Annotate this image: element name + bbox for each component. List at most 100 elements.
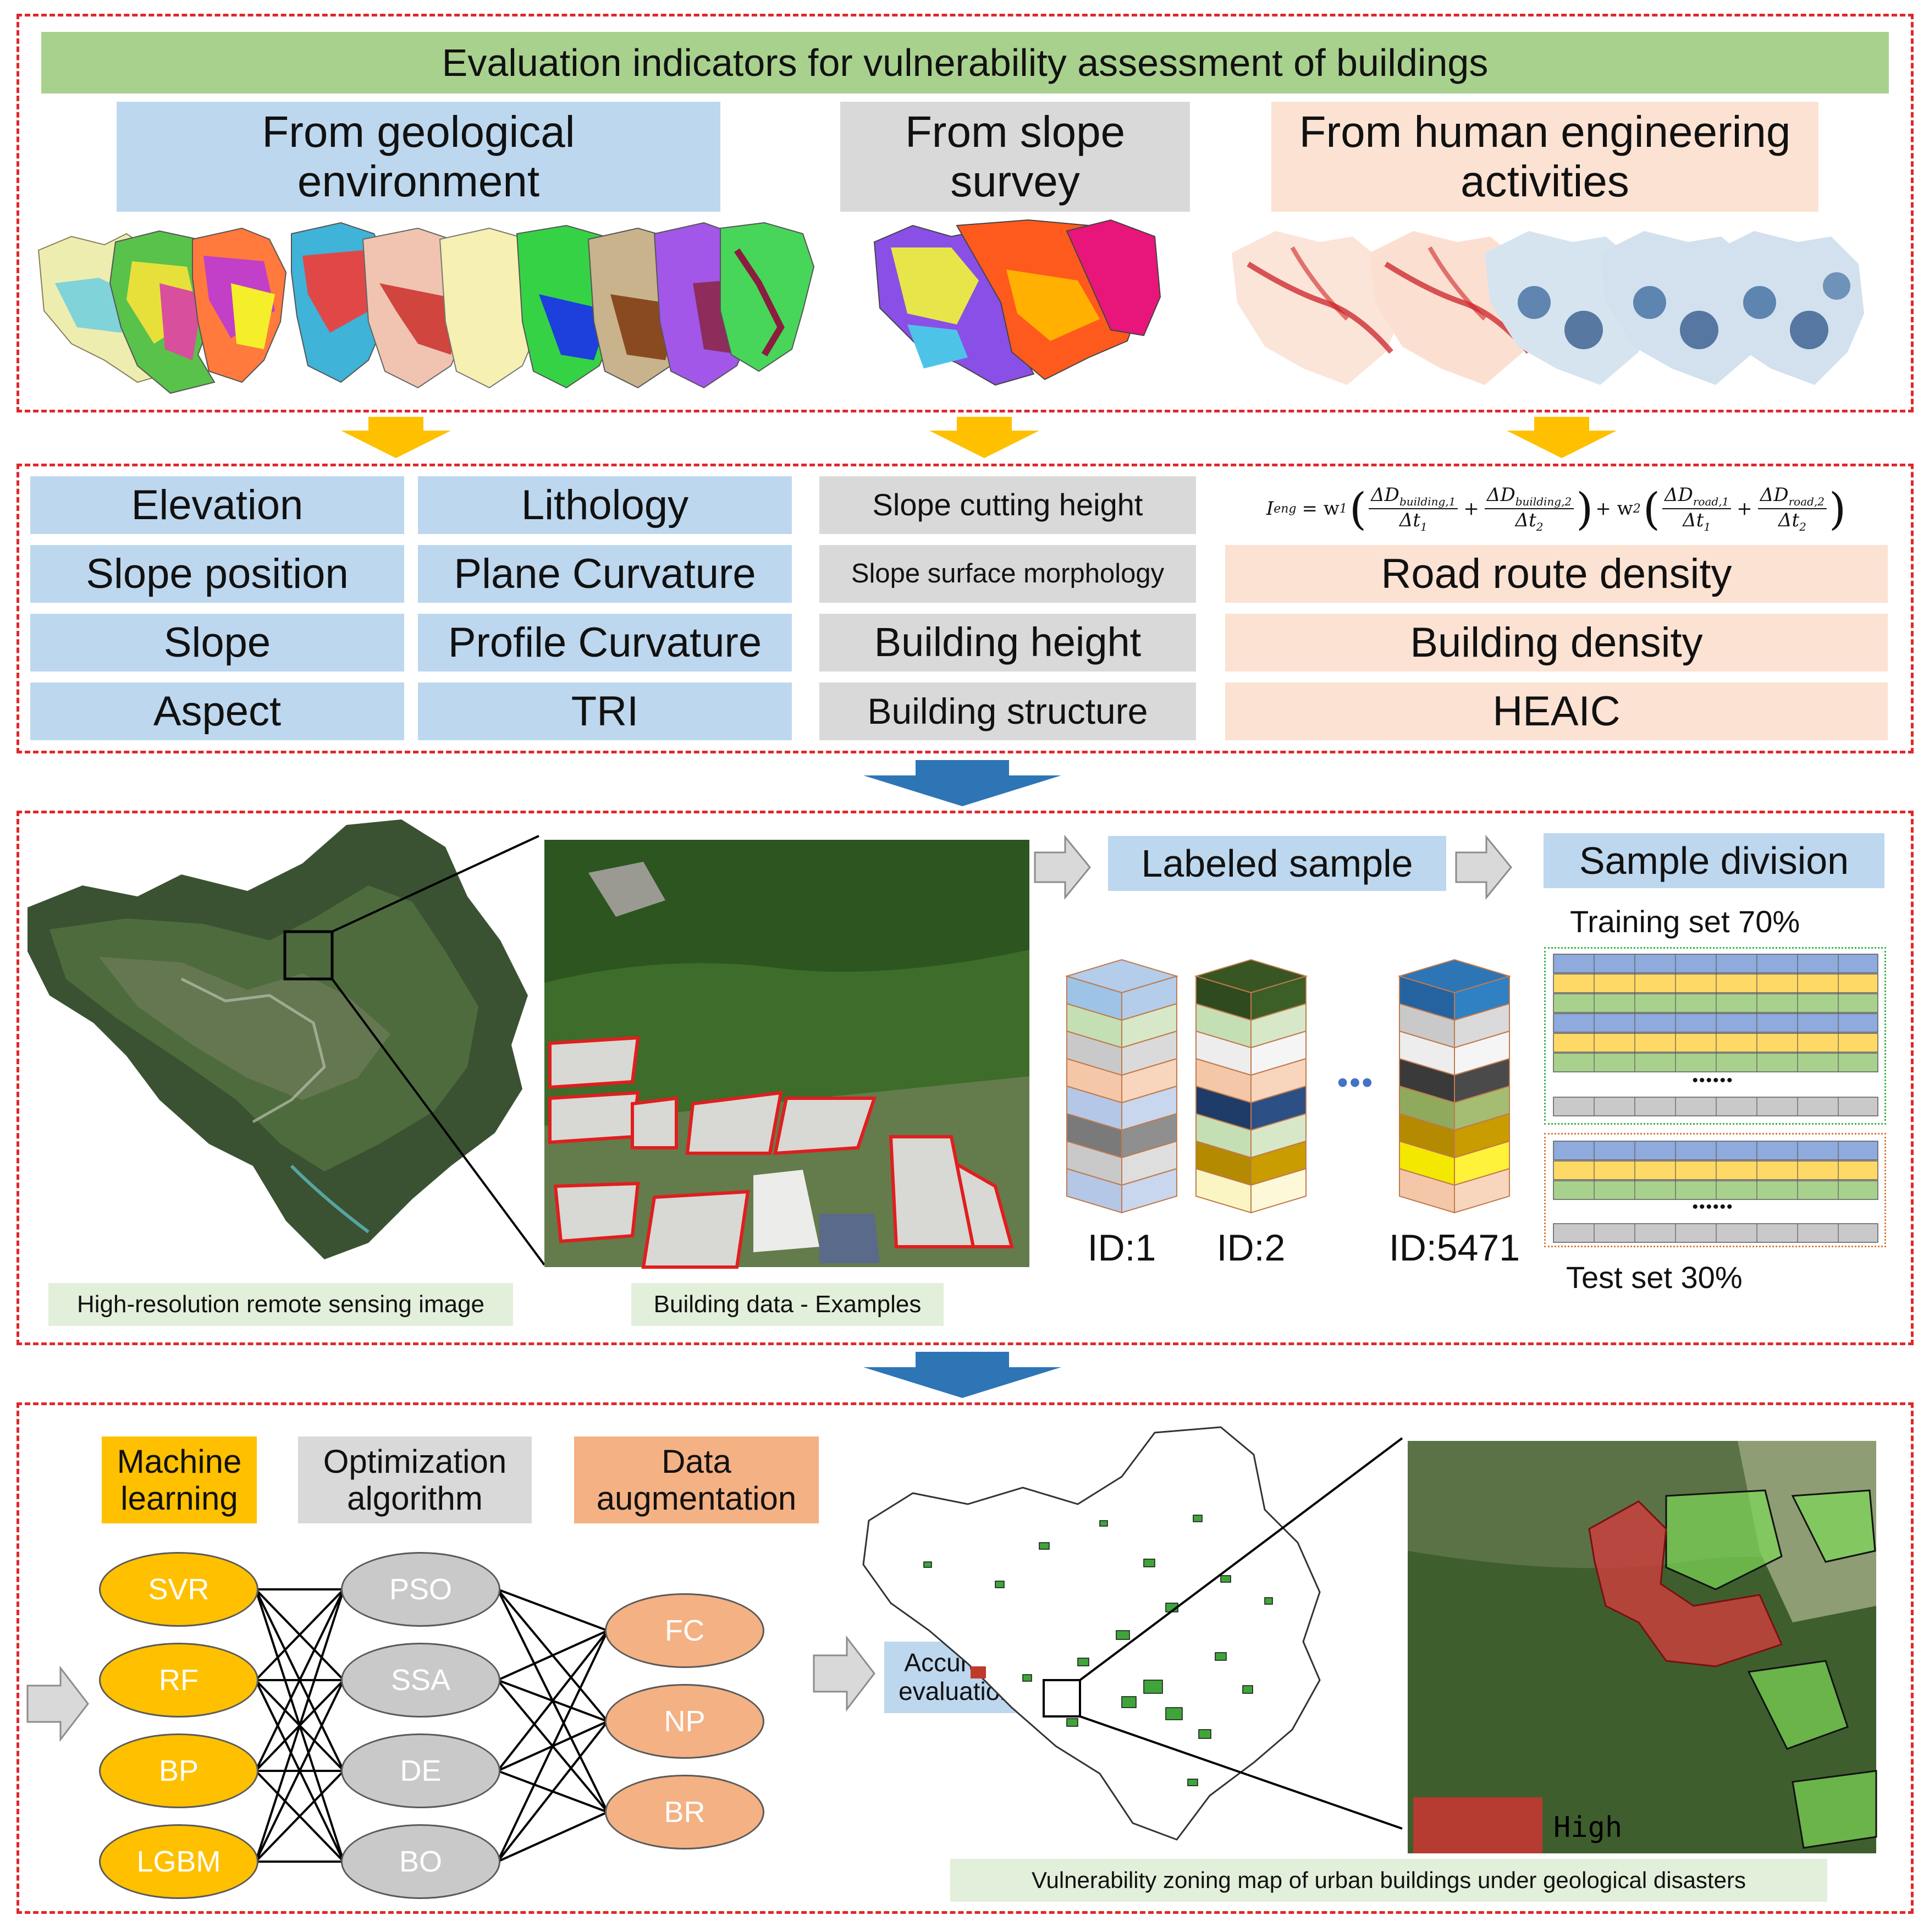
data-augmentation-title: Data augmentation — [574, 1436, 819, 1523]
sample-stack-5471 — [1397, 959, 1512, 1214]
test-set-table — [1553, 1141, 1878, 1243]
model-svr: SVR — [99, 1552, 258, 1627]
formula-den4: Δt — [1778, 509, 1800, 531]
panel-indicators — [16, 464, 1914, 753]
zoom-connector-lines — [331, 835, 545, 1266]
panel-indicator-sources — [16, 14, 1914, 412]
sample-id-2: ID:2 — [1216, 1227, 1286, 1269]
indicator-aspect: Aspect — [30, 682, 404, 740]
labeled-sample-label: Labeled sample — [1108, 836, 1446, 891]
formula-den4-sub: 2 — [1799, 520, 1806, 533]
formula-frac-2: ΔDbuilding,2 Δt2 — [1484, 484, 1574, 533]
formula-plus-2: + — [1737, 498, 1752, 520]
caption-building-data: Building data - Examples — [631, 1283, 944, 1326]
panel-samples — [16, 811, 1914, 1345]
formula-num4-sub: road,2 — [1788, 495, 1825, 508]
geo-map-3 — [192, 227, 287, 383]
arrow-down-blue-1 — [863, 760, 1061, 806]
test-set-label: Test set 30% — [1566, 1260, 1743, 1295]
formula-den3: Δt — [1683, 509, 1704, 531]
training-set-label: Training set 70% — [1570, 904, 1800, 939]
source-geological-label: From geological environment — [117, 102, 720, 212]
source-slope-label: From slope survey — [840, 102, 1190, 212]
training-set-ellipsis: •••••• — [1692, 1071, 1734, 1089]
formula-num4: ΔD — [1760, 484, 1789, 507]
building-example-photo — [544, 840, 1029, 1269]
indicator-building-height: Building height — [819, 614, 1196, 671]
test-set-ellipsis: •••••• — [1692, 1198, 1734, 1216]
augmentation-np: NP — [605, 1684, 764, 1759]
formula-paren-close-2: ) — [1829, 483, 1847, 535]
formula-frac-3: ΔDroad,1 Δt1 — [1662, 484, 1732, 533]
formula-den1: Δt — [1399, 509, 1420, 531]
machine-learning-title: Machine learning — [102, 1436, 257, 1523]
optimizer-pso: PSO — [341, 1552, 500, 1627]
source-human-label: From human engineering activities — [1271, 102, 1818, 212]
indicator-building-density: Building density — [1225, 614, 1888, 671]
sample-division-label: Sample division — [1544, 833, 1884, 888]
stack-ellipsis: ••• — [1337, 1065, 1374, 1100]
test-set-box — [1544, 1133, 1886, 1247]
indicator-lithology: Lithology — [418, 476, 792, 534]
sample-id-1: ID:1 — [1087, 1227, 1156, 1269]
optimizer-ssa: SSA — [341, 1643, 500, 1718]
formula-num3: ΔD — [1665, 484, 1693, 507]
formula-plus-1: + — [1463, 498, 1479, 520]
formula-w2-sub: 2 — [1633, 502, 1641, 516]
arrow-right-grey-1 — [1034, 834, 1091, 900]
formula-den3-sub: 1 — [1704, 520, 1711, 533]
formula-lhs-sub: eng — [1274, 502, 1297, 516]
vulnerability-polygons-low — [1665, 1489, 1877, 1849]
legend-high-text: High — [1553, 1811, 1622, 1844]
vulnerability-zoning-map — [862, 1426, 1321, 1841]
building-outlines — [548, 1036, 1014, 1269]
formula-num1: ΔD — [1371, 484, 1399, 507]
indicator-road-route-density: Road route density — [1225, 545, 1888, 603]
vulnerability-polygons-high — [1588, 1500, 1783, 1667]
arrow-right-grey-2 — [1455, 834, 1512, 900]
formula-den2-sub: 2 — [1536, 520, 1544, 533]
model-connections — [255, 1588, 609, 1863]
model-rf: RF — [99, 1643, 258, 1718]
augmentation-fc: FC — [605, 1593, 764, 1668]
zoom-connector-lines-2 — [1079, 1437, 1403, 1830]
formula-num1-sub: building,1 — [1399, 495, 1456, 508]
indicator-slope-cutting-height: Slope cutting height — [819, 476, 1196, 534]
formula-paren-close-1: ) — [1576, 483, 1594, 535]
optimizer-bo: BO — [341, 1824, 500, 1899]
augmentation-br: BR — [605, 1775, 764, 1850]
optimization-algorithm-title: Optimization algorithm — [298, 1436, 532, 1523]
formula-den1-sub: 1 — [1420, 520, 1428, 533]
zoom-region-box — [283, 930, 334, 981]
geological-layer-maps — [37, 222, 815, 394]
indicator-slope-position: Slope position — [30, 545, 404, 603]
formula-num3-sub: road,1 — [1693, 495, 1729, 508]
geo-map-10 — [720, 222, 815, 372]
human-activity-maps — [1232, 231, 1864, 385]
indicator-elevation: Elevation — [30, 476, 404, 534]
indicator-plane-curvature: Plane Curvature — [418, 545, 792, 603]
model-lgbm: LGBM — [99, 1824, 258, 1899]
legend-high-swatch — [1413, 1797, 1542, 1853]
model-bp: BP — [99, 1733, 258, 1808]
arrow-down-human — [1507, 417, 1617, 458]
indicator-slope: Slope — [30, 614, 404, 671]
indicator-slope-surface-morphology: Slope surface morphology — [819, 545, 1196, 603]
building-patches — [923, 1515, 1273, 1786]
arrow-right-grey-4 — [813, 1635, 875, 1712]
indicator-profile-curvature: Profile Curvature — [418, 614, 792, 671]
formula-plus-w: + w — [1595, 498, 1633, 520]
sample-id-5471: ID:5471 — [1388, 1227, 1520, 1269]
vulnerability-detail-image: High — [1408, 1441, 1877, 1853]
remote-sensing-image — [27, 819, 528, 1259]
arrow-down-blue-2 — [863, 1352, 1061, 1398]
slope-survey-map — [873, 219, 1161, 386]
optimizer-de: DE — [341, 1733, 500, 1808]
formula-num2: ΔD — [1486, 484, 1515, 507]
arrow-down-geo — [341, 417, 451, 458]
road-density-map-1 — [1232, 231, 1402, 385]
arrow-down-slope — [929, 417, 1039, 458]
formula-den2: Δt — [1515, 509, 1536, 531]
panel-models — [16, 1402, 1914, 1914]
main-title: Evaluation indicators for vulnerability … — [41, 32, 1889, 93]
